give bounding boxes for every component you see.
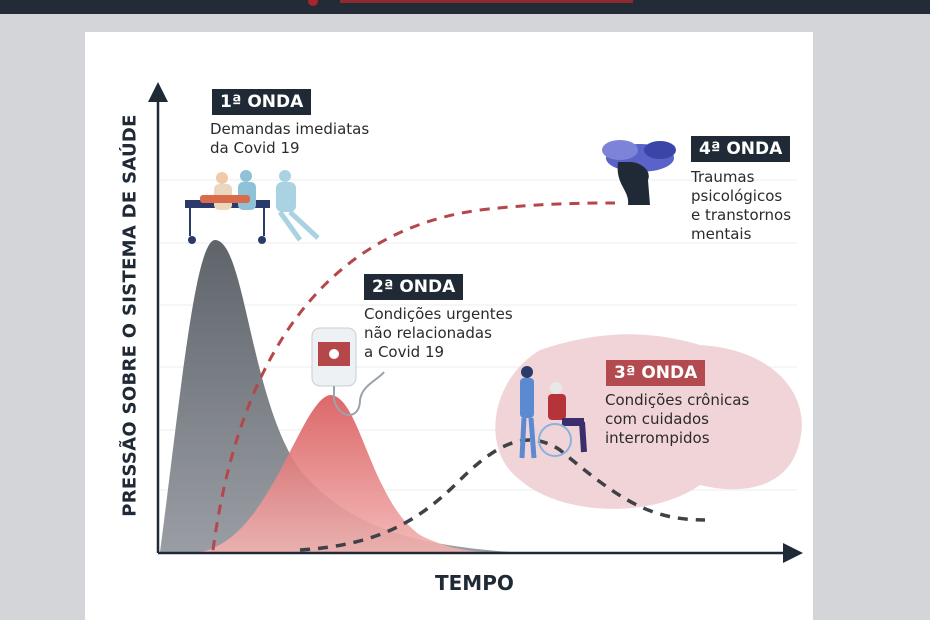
wave-3-badge: 3ª ONDA: [606, 360, 706, 386]
iv-bag-icon: [311, 327, 385, 416]
head-tree-icon: [602, 140, 676, 205]
wave-4-line: mentais: [691, 225, 752, 243]
wave-3-line: Condições crônicas: [605, 391, 750, 409]
wave-2-line: a Covid 19: [364, 343, 445, 361]
wave-3-description: Condições crônicas com cuidados interrom…: [605, 391, 749, 448]
wave-2-badge: 2ª ONDA: [364, 274, 464, 300]
wave-1-badge: 1ª ONDA: [212, 89, 312, 115]
wave-4-line: Traumas: [691, 168, 755, 186]
wave-2-line: não relacionadas: [364, 324, 492, 342]
logo-icon: [308, 0, 318, 6]
wave-1-line: Demandas imediatas: [210, 120, 370, 138]
wave-3-dashed-curve: [299, 438, 706, 552]
wave-1-line: da Covid 19: [210, 139, 300, 157]
wave-4-dashed-curve: [211, 201, 616, 551]
x-axis-label: TEMPO: [435, 571, 514, 595]
wave-3-blob: [495, 334, 802, 509]
wave-2-curve: [200, 395, 490, 552]
wave-1-curve: [160, 240, 510, 552]
title-underline: [340, 0, 633, 3]
wave-4-badge: 4ª ONDA: [691, 136, 791, 162]
y-axis-label: PRESSÃO SOBRE O SISTEMA DE SAÚDE: [119, 114, 141, 517]
top-bar: [0, 0, 930, 14]
wave-4-line: e transtornos: [691, 206, 792, 224]
wave-1-description: Demandas imediatas da Covid 19: [210, 120, 369, 158]
wave-4-description: Traumas psicológicos e transtornos menta…: [691, 168, 791, 244]
wave-4-line: psicológicos: [691, 187, 783, 205]
wheelchair-illustration: [519, 366, 587, 459]
wave-3-line: com cuidados: [605, 410, 709, 428]
wave-2-description: Condições urgentes não relacionadas a Co…: [364, 305, 513, 362]
wave-3-line: interrompidos: [605, 429, 710, 447]
wave-2-line: Condições urgentes: [364, 305, 513, 323]
stretcher-team-illustration: [185, 170, 320, 244]
